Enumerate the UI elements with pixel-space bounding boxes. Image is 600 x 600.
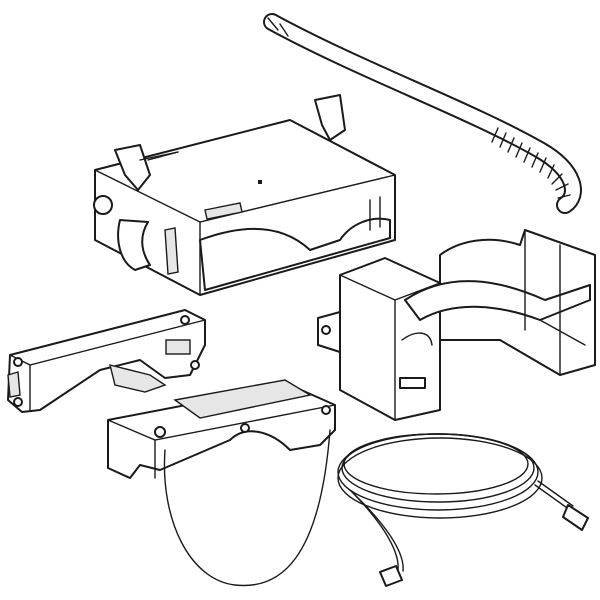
coiled-cable [337,433,589,587]
housing-box [93,94,396,296]
corrugated-hose [263,13,582,214]
control-module [107,379,336,587]
bracket-arm [7,309,206,413]
mounting-frame [317,229,596,421]
